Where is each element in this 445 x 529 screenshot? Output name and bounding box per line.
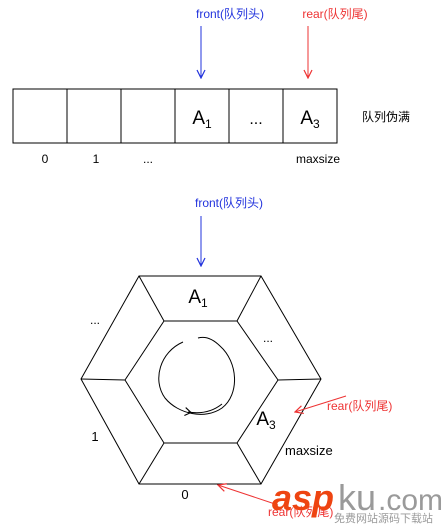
svg-text:.com: .com [378,484,443,517]
ellipsis-upper-left: ... [90,313,100,327]
queue-array: A1 ... A3 [12,88,338,144]
cell-a3: A3 [300,108,320,131]
front-label-circle: front(队列头) [195,195,263,210]
svg-text:asp: asp [272,477,334,518]
rear-label-bottom: rear(队列尾) [268,504,333,519]
cell-a3-circle: A3 [256,409,276,432]
rear-arrow-bottom [218,485,279,506]
watermark-logo: asp ku .com 免费网站源码下载站 [272,477,443,525]
rear-arrow-right [295,395,347,412]
index-ellipsis: ... [143,152,153,166]
cell-a1: A1 [192,108,212,131]
front-label-top: front(队列头) [196,6,264,21]
cell-ellipsis: ... [249,111,262,128]
index-0: 0 [42,152,49,166]
label-one: 1 [91,429,98,444]
watermark-tagline: 免费网站源码下载站 [334,511,433,525]
cell-a1-circle: A1 [188,287,208,310]
circular-queue: front(队列头) A1 A3 ... ... 1 0 maxsize rea… [80,195,392,519]
index-maxsize: maxsize [296,152,340,166]
rotation-arrow-icon [158,336,235,415]
ellipsis-upper-right: ... [263,331,273,345]
svg-text:ku: ku [338,477,376,518]
inner-hexagon [124,320,279,444]
queue-cell [120,88,176,144]
queue-cell [12,88,68,144]
queue-status-label: 队列伪满 [362,109,410,124]
index-1: 1 [93,152,100,166]
sector-dividers [80,275,322,485]
linear-queue: front(队列头) rear(队列尾) A1 ... A3 队列伪满 0 1 … [12,6,410,166]
label-zero: 0 [181,487,188,502]
rear-label-top: rear(队列尾) [302,6,367,21]
rear-label-right: rear(队列尾) [327,398,392,413]
queue-cell [66,88,122,144]
label-maxsize: maxsize [285,443,333,458]
queue-cell [282,88,338,144]
